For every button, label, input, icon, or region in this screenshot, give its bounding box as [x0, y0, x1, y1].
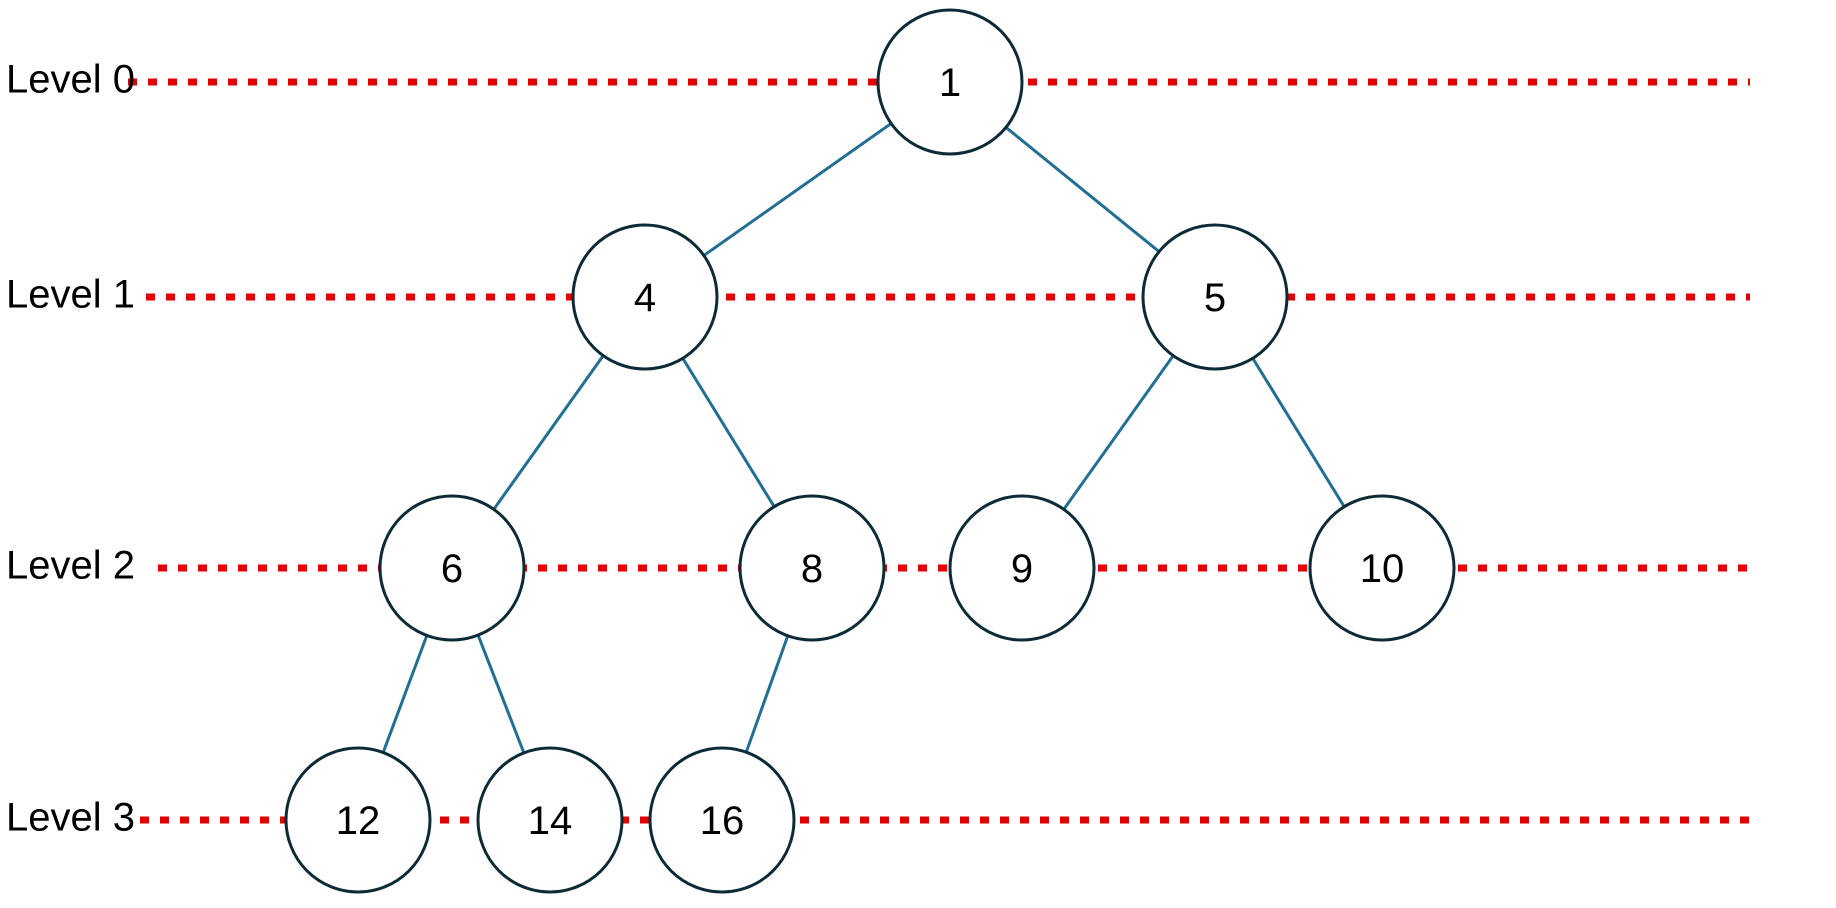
tree-node-12[interactable]: 12: [284, 746, 432, 894]
node-label-16: 16: [700, 799, 745, 843]
node-circle-4[interactable]: [571, 223, 719, 371]
level-label-2: Level 2: [6, 544, 135, 588]
tree-node-6[interactable]: 6: [378, 494, 526, 642]
level-label-1: Level 1: [6, 273, 135, 317]
tree-edges-group: [356, 80, 1384, 822]
tree-node-4[interactable]: 4: [571, 223, 719, 371]
tree-node-1[interactable]: 1: [876, 8, 1024, 156]
level-label-3: Level 3: [6, 796, 135, 840]
level-guide-lines-group: [128, 78, 1750, 824]
tree-node-5[interactable]: 5: [1141, 223, 1289, 371]
tree-node-14[interactable]: 14: [476, 746, 624, 894]
tree-node-9[interactable]: 9: [948, 494, 1096, 642]
node-circle-1[interactable]: [876, 8, 1024, 156]
node-circle-14[interactable]: [476, 746, 624, 894]
node-label-1: 1: [939, 61, 961, 105]
level-label-0: Level 0: [6, 58, 135, 102]
node-label-9: 9: [1011, 547, 1033, 591]
node-label-6: 6: [441, 547, 463, 591]
level-labels-group: Level 0 Level 1 Level 2 Level 3: [6, 58, 135, 840]
node-label-12: 12: [336, 799, 381, 843]
node-label-10: 10: [1360, 547, 1405, 591]
node-circle-9[interactable]: [948, 494, 1096, 642]
node-circle-16[interactable]: [648, 746, 796, 894]
node-label-5: 5: [1204, 276, 1226, 320]
node-circle-8[interactable]: [738, 494, 886, 642]
node-circle-10[interactable]: [1308, 494, 1456, 642]
node-label-8: 8: [801, 547, 823, 591]
node-circle-12[interactable]: [284, 746, 432, 894]
node-circle-5[interactable]: [1141, 223, 1289, 371]
node-circle-6[interactable]: [378, 494, 526, 642]
tree-node-10[interactable]: 10: [1308, 494, 1456, 642]
tree-node-16[interactable]: 16: [648, 746, 796, 894]
node-label-14: 14: [528, 799, 573, 843]
node-label-4: 4: [634, 276, 656, 320]
tree-node-8[interactable]: 8: [738, 494, 886, 642]
